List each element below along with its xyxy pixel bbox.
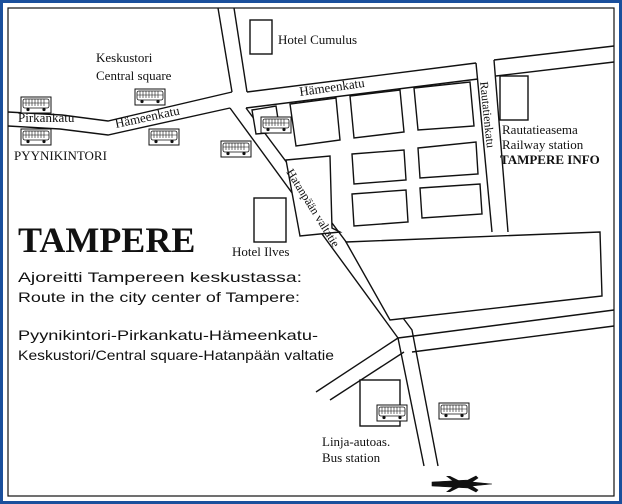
road-pirkankatu-south-edge bbox=[7, 107, 231, 136]
place-label-hotel-cumulus: Hotel Cumulus bbox=[278, 32, 357, 47]
place-label-central-square: Central square bbox=[96, 68, 172, 83]
street-label-rautatienkatu: Rautatienkatu bbox=[477, 81, 498, 149]
road-hameenkatu-south-edge bbox=[245, 78, 479, 109]
road-south-west-south-edge bbox=[329, 351, 405, 401]
route-heading-fi: Ajoreitti Tampereen keskustassa: bbox=[18, 269, 302, 285]
bus-icon bbox=[148, 128, 180, 146]
road-hameenkatu-far-east-south bbox=[495, 61, 615, 77]
road-hameenkatu-far-east-north bbox=[493, 45, 615, 61]
route-heading-en: Route in the city center of Tampere: bbox=[18, 289, 300, 305]
place-label-bus-station: Bus station bbox=[322, 450, 381, 465]
bus-icon bbox=[260, 116, 292, 134]
road-hameenkatu-north-edge bbox=[246, 62, 477, 93]
block-h bbox=[351, 189, 409, 227]
place-label-linja-autoasema: Linja-autoas. bbox=[322, 434, 390, 449]
road-south-east-south-edge bbox=[411, 325, 615, 353]
hotel-cumulus-building bbox=[249, 19, 273, 55]
place-label-tampere-info: TAMPERE INFO bbox=[500, 152, 600, 167]
city-blocks bbox=[249, 19, 603, 427]
road-rautatienkatu-west-edge bbox=[475, 62, 493, 233]
block-c bbox=[349, 89, 405, 139]
block-g bbox=[417, 141, 479, 179]
bus-icon bbox=[438, 402, 470, 420]
place-label-hotel-ilves: Hotel Ilves bbox=[232, 244, 289, 259]
road-rautatienkatu-east-edge bbox=[493, 59, 509, 233]
road-pirkankatu-north-edge bbox=[7, 91, 233, 122]
block-d bbox=[413, 81, 475, 131]
place-label-rautatieasema: Rautatieasema bbox=[502, 122, 578, 137]
bus-icon bbox=[376, 404, 408, 422]
hotel-ilves-building bbox=[253, 197, 287, 243]
bus-icon bbox=[220, 140, 252, 158]
bus-icon bbox=[134, 88, 166, 106]
route-description-line-1: Pyynikintori-Pirkankatu-Hämeenkatu- bbox=[18, 327, 318, 343]
place-label-keskustori: Keskustori bbox=[96, 50, 153, 65]
road-north-east-edge bbox=[233, 7, 248, 93]
block-b bbox=[289, 97, 341, 147]
railway-station-building bbox=[499, 75, 529, 121]
block-j bbox=[344, 231, 603, 321]
map-border bbox=[7, 7, 615, 497]
block-i bbox=[419, 183, 483, 219]
street-label-pirkankatu: Pirkankatu bbox=[18, 110, 75, 125]
airplane-icon bbox=[431, 475, 493, 493]
route-description-line-2: Keskustori/Central square-Hatanpään valt… bbox=[18, 347, 334, 363]
map-title: TAMPERE bbox=[18, 220, 195, 260]
place-label-railway-station: Railway station bbox=[502, 137, 584, 152]
place-label-pyynikintori: PYYNIKINTORI bbox=[14, 148, 107, 163]
road-south-west-north-edge bbox=[315, 337, 399, 393]
road-north-west-edge bbox=[217, 7, 233, 93]
bus-icon bbox=[20, 128, 52, 146]
block-f bbox=[351, 149, 407, 185]
block-e bbox=[285, 155, 343, 237]
road-south-east-north-edge bbox=[397, 309, 615, 339]
